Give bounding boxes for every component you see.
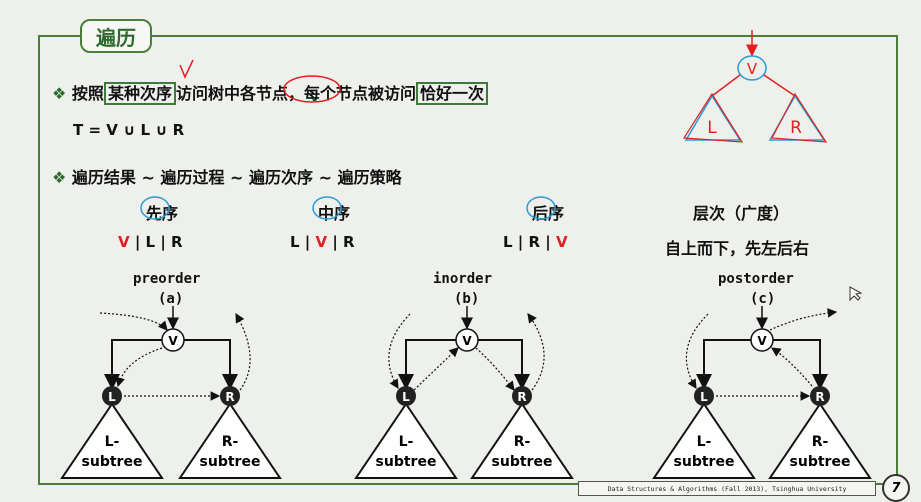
subtree-label: R- bbox=[222, 434, 239, 450]
tree-postorder: V L R L- subtree R- subtree bbox=[652, 306, 872, 479]
preorder-seq: V | L | R bbox=[118, 233, 183, 251]
seq-item: V bbox=[556, 233, 568, 251]
node-v: V bbox=[462, 334, 472, 348]
line1-boxed-once: 恰好一次 bbox=[416, 82, 489, 105]
line1-boxed-order: 某种次序 bbox=[103, 82, 176, 105]
formula: T = V ∪ L ∪ R bbox=[73, 121, 185, 139]
preorder-en: preorder bbox=[133, 271, 201, 287]
node-v: V bbox=[168, 334, 178, 348]
highlight-circle bbox=[526, 196, 556, 220]
sketch-root bbox=[737, 55, 767, 81]
bullet-icon: ❖ bbox=[52, 168, 67, 187]
node-l: L bbox=[700, 390, 708, 404]
slide-title: 遍历 bbox=[80, 19, 152, 53]
tree-inorder: V L R L- subtree R- subtree bbox=[354, 306, 574, 479]
inorder-en: inorder bbox=[433, 271, 493, 287]
tree-preorder: V L R L- subtree R- subtree bbox=[60, 306, 282, 479]
level-desc: 自上而下，先左后右 bbox=[665, 239, 810, 258]
subtree-label: subtree bbox=[376, 454, 437, 470]
seq-item: R bbox=[171, 233, 183, 251]
footer-credit: Data Structures & Algorithms (Fall 2013)… bbox=[578, 481, 876, 496]
bullet-icon: ❖ bbox=[52, 84, 67, 103]
slide-frame bbox=[38, 35, 898, 485]
postorder-seq: L | R | V bbox=[503, 233, 568, 251]
node-r: R bbox=[815, 390, 824, 404]
page-number: 7 bbox=[882, 474, 910, 502]
seq-item: L bbox=[290, 233, 300, 251]
sketch-root-label: V bbox=[747, 60, 758, 78]
preorder-tag: (a) bbox=[158, 291, 184, 307]
subtree-label: L- bbox=[105, 434, 120, 450]
subtree-label: subtree bbox=[790, 454, 851, 470]
subtree-label: subtree bbox=[82, 454, 143, 470]
node-l: L bbox=[402, 390, 410, 404]
line1-part5: ，每个节点被访问 bbox=[287, 84, 416, 103]
sketch-left-label: L bbox=[707, 118, 717, 138]
line2: ❖ 遍历结果 ~ 遍历过程 ~ 遍历次序 ~ 遍历策略 bbox=[52, 164, 402, 188]
sketch-right-label: R bbox=[790, 118, 802, 138]
subtree-label: R- bbox=[812, 434, 829, 450]
inorder-tag: (b) bbox=[454, 291, 480, 307]
cursor-icon bbox=[849, 286, 863, 302]
seq-item: R bbox=[528, 233, 541, 251]
line2-text: 遍历结果 ~ 遍历过程 ~ 遍历次序 ~ 遍历策略 bbox=[71, 168, 402, 187]
highlight-circle bbox=[312, 196, 342, 220]
line1-node: 节点 bbox=[255, 84, 288, 103]
subtree-label: L- bbox=[697, 434, 712, 450]
subtree-label: subtree bbox=[492, 454, 553, 470]
seq-item: L bbox=[145, 233, 156, 251]
node-v: V bbox=[757, 334, 767, 348]
subtree-label: R- bbox=[514, 434, 531, 450]
subtree-label: subtree bbox=[674, 454, 735, 470]
highlight-circle bbox=[140, 196, 170, 220]
node-r: R bbox=[517, 390, 526, 404]
check-mark bbox=[179, 59, 194, 79]
postorder-en: postorder bbox=[718, 271, 794, 287]
seq-item: V bbox=[118, 233, 130, 251]
node-r: R bbox=[225, 390, 234, 404]
line1: ❖ 按照某种次序访问树中各节点，每个节点被访问恰好一次 bbox=[52, 80, 489, 105]
seq-item: L bbox=[503, 233, 513, 251]
subtree-label: subtree bbox=[200, 454, 261, 470]
inorder-seq: L | V | R bbox=[290, 233, 355, 251]
line1-part1: 按照 bbox=[71, 84, 104, 103]
line1-part3: 访问树中各 bbox=[175, 84, 256, 103]
node-l: L bbox=[108, 390, 116, 404]
level-cn: 层次（广度） bbox=[693, 204, 790, 223]
postorder-tag: (c) bbox=[750, 291, 776, 307]
seq-item: V bbox=[315, 233, 328, 251]
subtree-label: L- bbox=[399, 434, 414, 450]
seq-item: R bbox=[343, 233, 355, 251]
highlight-circle bbox=[283, 75, 341, 103]
